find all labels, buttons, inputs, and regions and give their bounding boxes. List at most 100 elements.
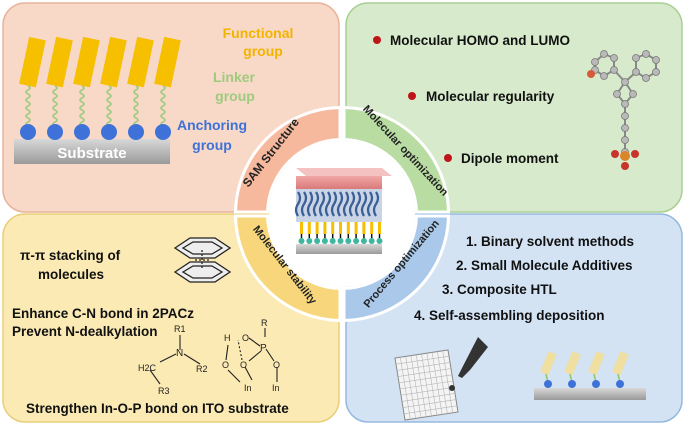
chem-r1: R1 [174, 324, 186, 334]
molecule-atom [632, 68, 640, 76]
molecule-atom [600, 72, 608, 80]
anchoring-group-label-line1: Anchoring [177, 117, 247, 133]
sam-molecule-anchor [376, 238, 383, 244]
chem-in-right: In [272, 383, 280, 393]
molecule-atom [642, 50, 650, 58]
bullet-dipole [444, 154, 452, 162]
chem-in-left: In [244, 383, 252, 393]
deposition-anchor [616, 380, 624, 388]
perovskite-grain [342, 191, 350, 217]
molecule-atom [610, 66, 618, 74]
chem-p: P [260, 343, 267, 354]
chem-o-mid: O [240, 360, 247, 370]
linker-group-label-line2: group [215, 88, 255, 104]
process-item-1: 1. Binary solvent methods [466, 234, 634, 249]
functional-group-block [100, 36, 127, 88]
molecule-atom [632, 54, 640, 62]
in-o-p-bond-structure [225, 328, 278, 383]
sam-molecule-stick [323, 222, 327, 234]
pi-stacking-benzene-icon [173, 237, 232, 283]
droplet-icon [449, 385, 455, 391]
chem-h: H [224, 333, 231, 343]
deposition-substrate [534, 388, 646, 400]
sam-molecule-anchor [337, 238, 344, 244]
molecular-stability-segment [233, 214, 342, 323]
molecule-atom [652, 68, 660, 76]
sam-molecule-anchor [345, 238, 352, 244]
ito-bond-text: Strengthen In-O-P bond on ITO substrate [26, 401, 289, 416]
perovskite-grain [354, 191, 362, 217]
perovskite-grain [330, 191, 338, 217]
sam-illustration [14, 36, 181, 164]
molecule-atom [613, 90, 621, 98]
deposition-anchor [544, 380, 552, 388]
anchoring-group-ball [47, 124, 63, 140]
functional-group-label-line1: Functional [223, 25, 294, 41]
sam-molecule-stick [307, 222, 311, 234]
perovskite-grain [300, 191, 308, 217]
pi-stacking-text-line2: molecules [38, 267, 104, 282]
oxygen-atom [631, 150, 639, 158]
sam-molecule-stick [315, 222, 319, 234]
chem-r2: R2 [196, 364, 208, 374]
substrate-bar [14, 139, 170, 164]
n-dealkylation-structure [149, 335, 201, 385]
chem-o-right: O [273, 360, 280, 370]
bullet-text-dipole: Dipole moment [461, 151, 559, 166]
functional-group-block [19, 36, 46, 88]
sam-molecule-anchor [306, 238, 313, 244]
dropper-icon [458, 337, 488, 378]
chem-n: N [176, 348, 183, 359]
deposition-functional-group [588, 351, 605, 376]
oxygen-atom [611, 150, 619, 158]
sam-structure-segment [233, 105, 342, 214]
perovskite-grain [348, 191, 356, 217]
molecular-optimization-segment [342, 105, 451, 214]
electrode-layer [296, 176, 382, 189]
sam-molecule-anchor [321, 238, 328, 244]
substrate-label: Substrate [57, 145, 126, 162]
anchoring-group-ball [155, 124, 171, 140]
sam-molecule-stick [354, 222, 358, 234]
chem-o-top: O [242, 333, 249, 343]
pi-stacking-text-line1: π-π stacking of [20, 248, 121, 263]
chem-h2c: H2C [138, 363, 157, 373]
chem-r3: R3 [158, 386, 170, 396]
bullet-text-regularity: Molecular regularity [426, 89, 555, 104]
deposition-anchor [568, 380, 576, 388]
perovskite-grain [372, 191, 380, 217]
functional-group-block [154, 36, 181, 88]
chem-o-left: O [222, 360, 229, 370]
molecule-atom [600, 50, 608, 58]
anchoring-group-ball [20, 124, 36, 140]
linker-group-label-line1: Linker [213, 69, 256, 85]
process-item-2: 2. Small Molecule Additives [456, 258, 633, 273]
molecule-ball-stick-model [587, 50, 660, 170]
sam-molecule-anchor [353, 238, 360, 244]
process-item-4: 4. Self-assembling deposition [414, 308, 605, 323]
sam-molecule-stick [331, 222, 335, 234]
sam-molecule-anchor [368, 238, 375, 244]
phosphorus-atom [620, 151, 630, 161]
ito-layer [296, 244, 382, 254]
sam-molecule-stick [346, 222, 350, 234]
molecule-atom [591, 58, 599, 66]
sam-molecule-stick [362, 222, 366, 234]
cn-bond-text-line2: Prevent N-dealkylation [12, 324, 158, 339]
functional-group-block [73, 36, 100, 88]
process-item-3: 3. Composite HTL [442, 282, 557, 297]
molecule-atom [629, 90, 637, 98]
perovskite-grain [360, 191, 368, 217]
functional-group-block [46, 36, 73, 88]
anchoring-group-label-line2: group [192, 137, 232, 153]
device-stack-illustration [294, 168, 392, 254]
cn-bond-text-line1: Enhance C-N bond in 2PACz [12, 306, 194, 321]
sam-molecule-anchor [298, 238, 305, 244]
oxygen-atom [587, 70, 595, 78]
dropper-substrate-illustration [394, 337, 488, 421]
sam-molecule-stick [378, 222, 381, 234]
molecule-atom [621, 78, 629, 86]
anchoring-group-ball [101, 124, 117, 140]
